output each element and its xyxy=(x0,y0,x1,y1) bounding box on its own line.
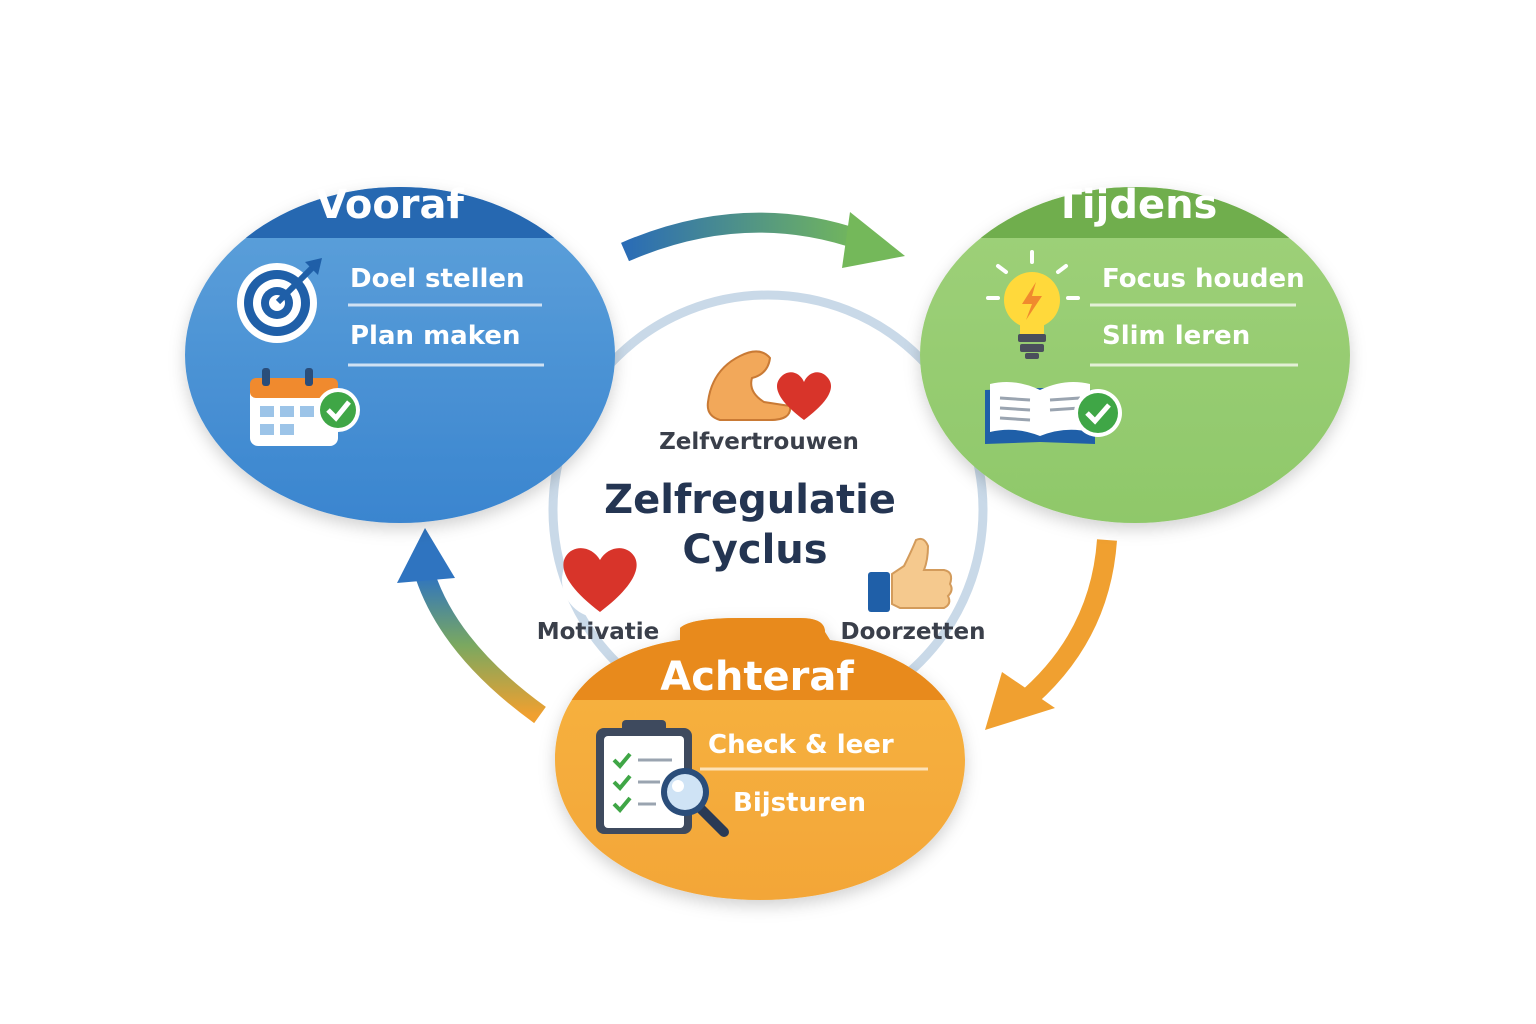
arrow-before-to-during xyxy=(621,212,905,268)
value-motivation-label: Motivatie xyxy=(537,619,660,645)
phase-during-title: Tijdens xyxy=(1055,182,1218,228)
phase-after-title: Achteraf xyxy=(660,654,854,700)
arrow-after-to-before xyxy=(397,528,546,724)
checklist-magnifier-icon xyxy=(596,720,729,837)
phase-after-item-2: Bijsturen xyxy=(733,788,866,818)
center-title-line-1: Zelfregulatie xyxy=(604,477,896,523)
heart-icon xyxy=(562,542,638,618)
center-title-line-2: Cyclus xyxy=(682,527,827,573)
phase-before-item-2: Plan maken xyxy=(350,321,520,351)
muscle-heart-icon xyxy=(706,350,831,421)
calendar-check-icon xyxy=(250,368,360,446)
phase-during-item-2: Slim leren xyxy=(1102,321,1250,351)
phase-during-item-1: Focus houden xyxy=(1102,264,1305,294)
phase-before-title: Vooraf xyxy=(316,182,464,228)
lightbulb-icon xyxy=(986,250,1080,359)
phase-after-item-1: Check & leer xyxy=(708,730,894,760)
target-icon xyxy=(237,258,322,343)
phase-before-item-1: Doel stellen xyxy=(350,264,525,294)
value-perseverance-label: Doorzetten xyxy=(841,619,986,645)
book-check-icon xyxy=(985,382,1122,444)
thumbs-up-icon xyxy=(868,537,953,612)
arrow-during-to-after xyxy=(985,539,1117,730)
value-confidence-label: Zelfvertrouwen xyxy=(659,429,859,455)
